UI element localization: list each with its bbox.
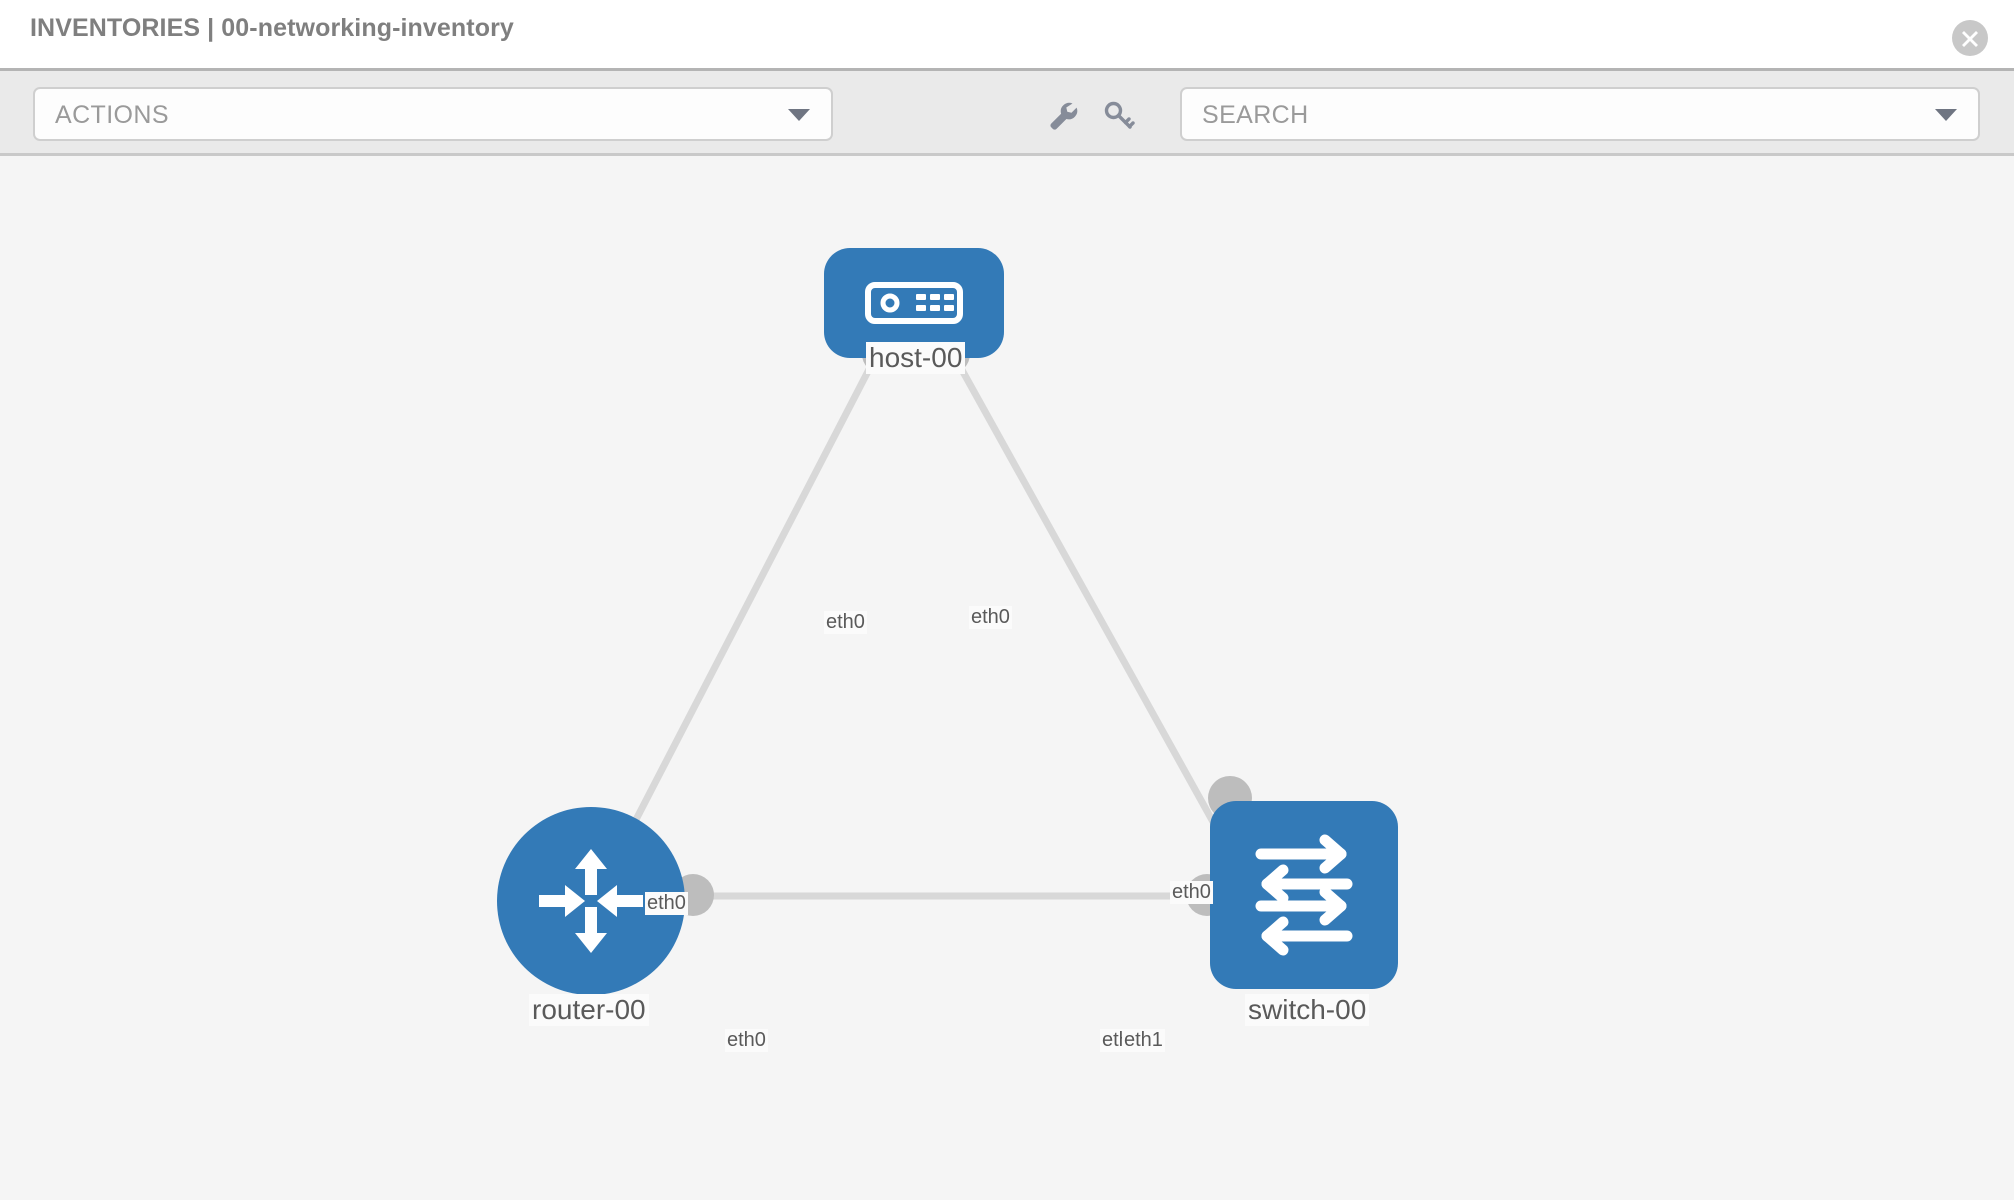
close-button[interactable] (1952, 20, 1988, 56)
search-input[interactable]: SEARCH (1180, 87, 1980, 141)
actions-dropdown-label: ACTIONS (55, 101, 169, 129)
topology-graph (608, 350, 1236, 900)
iface-label: eth0 (725, 1029, 768, 1052)
chevron-down-icon (788, 109, 810, 121)
node-label-switch-00: switch-00 (1245, 994, 1370, 1026)
topology-canvas[interactable]: host-00 router-00 (0, 156, 2014, 1200)
router-arrows-icon (539, 849, 643, 953)
wrench-button[interactable] (1042, 95, 1082, 135)
toolbar: ACTIONS SEARCH (0, 68, 2014, 156)
server-icon (865, 282, 963, 324)
iface-label: eth0 (969, 606, 1012, 629)
chevron-down-icon (1935, 109, 1957, 121)
node-label-host-00: host-00 (866, 342, 966, 374)
key-button[interactable] (1098, 95, 1138, 135)
iface-label: eth0 (824, 611, 867, 634)
iface-label: eth0 (1170, 881, 1213, 904)
node-host-00[interactable] (824, 248, 1004, 358)
node-label-router-00: router-00 (529, 994, 649, 1026)
page-header: INVENTORIES | 00-networking-inventory (0, 0, 2014, 68)
wrench-icon (1050, 102, 1078, 130)
iface-label: eth0 (645, 892, 688, 915)
key-icon (1104, 101, 1135, 129)
link-host-switch[interactable] (948, 350, 1236, 858)
search-placeholder: SEARCH (1202, 101, 1309, 129)
switch-arrows-icon (1255, 834, 1353, 956)
close-icon (1962, 31, 1978, 47)
node-switch-00[interactable] (1210, 801, 1398, 989)
link-host-router[interactable] (608, 350, 882, 868)
actions-dropdown[interactable]: ACTIONS (33, 87, 833, 141)
page-title: INVENTORIES | 00-networking-inventory (30, 14, 514, 42)
iface-label: eth1 (1122, 1029, 1165, 1052)
